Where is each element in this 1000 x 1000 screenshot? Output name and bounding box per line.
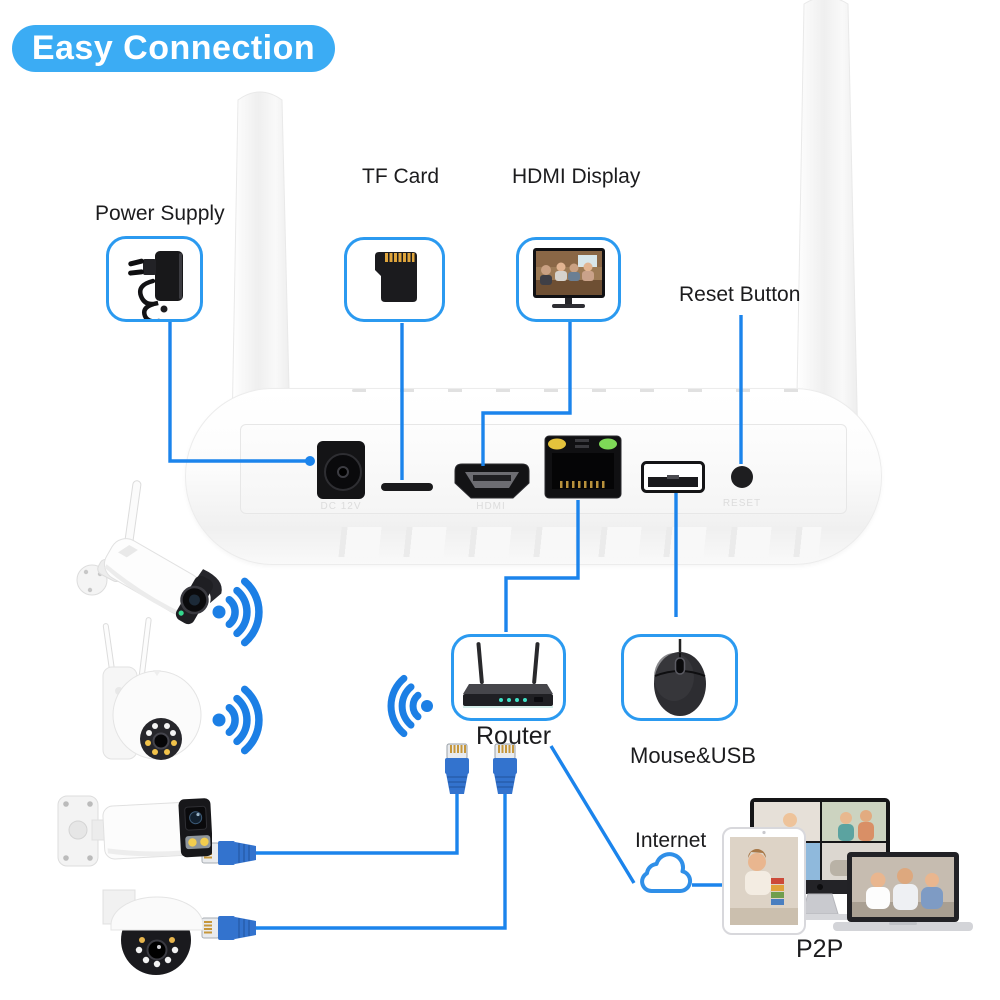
right-antenna: [795, 0, 859, 451]
power-line-endpoint-dot: [305, 456, 315, 466]
tf-card-box: [344, 237, 445, 322]
laptop-icon: [833, 852, 973, 931]
router-box: [451, 634, 566, 721]
mouse-box: [621, 634, 738, 721]
hdmi-monitor-icon: [533, 248, 605, 308]
router-icon: [463, 642, 553, 708]
tablet-icon: [722, 827, 806, 935]
wifi-icon: [387, 674, 433, 738]
camera4-ethernet-cable: [256, 794, 507, 930]
camera3-ethernet-cable: [256, 794, 459, 855]
wifi-bullet-camera: [76, 480, 222, 625]
ethernet-connector-icon: [201, 916, 256, 940]
wifi-ptz-dome-camera: [102, 617, 202, 760]
internet-label: Internet: [635, 829, 707, 852]
router-label: Router: [476, 722, 552, 750]
left-antenna: [231, 91, 291, 431]
nvr-top-vents: [352, 389, 800, 392]
power-connector-line: [168, 322, 308, 463]
power-supply-label: Power Supply: [95, 202, 225, 225]
wired-bullet-camera: [57, 795, 212, 867]
power-adapter-icon: [128, 251, 183, 324]
mouse-usb-label: Mouse&USB: [630, 743, 756, 768]
ethernet-to-router-line: [504, 500, 580, 632]
p2p-client-devices-icon: [722, 798, 973, 935]
mouse-icon: [654, 639, 706, 716]
ethernet-led-yellow: [548, 438, 566, 450]
power-jack-ring: [324, 453, 362, 491]
usb-port: [641, 461, 705, 493]
reset-button: [731, 466, 753, 488]
hdmi-display-box: [516, 237, 621, 322]
power-jack-pin: [337, 466, 349, 478]
internet-cloud-icon: [640, 852, 693, 894]
tf-card-icon: [375, 252, 417, 302]
p2p-label: P2P: [796, 935, 844, 963]
tf-card-label: TF Card: [362, 165, 440, 188]
ethernet-port: [544, 435, 622, 499]
hdmi-port: [454, 463, 530, 499]
nvr-antennas: [231, 0, 859, 451]
wired-ptz-camera: [102, 889, 204, 975]
engraved-label-hdmi: HDMI: [476, 501, 506, 512]
dc-power-jack-port: [317, 441, 365, 499]
ethernet-led-green: [599, 438, 617, 450]
page-title: Easy Connection: [12, 25, 335, 72]
hdmi-display-label: HDMI Display: [512, 165, 641, 188]
engraved-label-reset: RESET: [722, 498, 762, 509]
engraved-label-dc: DC 12V: [320, 501, 362, 512]
reset-button-label: Reset Button: [679, 283, 801, 306]
router-to-internet-line: [549, 745, 636, 884]
ethernet-connector-icon: [493, 743, 517, 794]
ethernet-connector-icon: [445, 743, 469, 794]
power-supply-box: [106, 236, 203, 324]
tf-card-slot: [381, 483, 433, 491]
hdmi-connector-line: [481, 322, 572, 466]
